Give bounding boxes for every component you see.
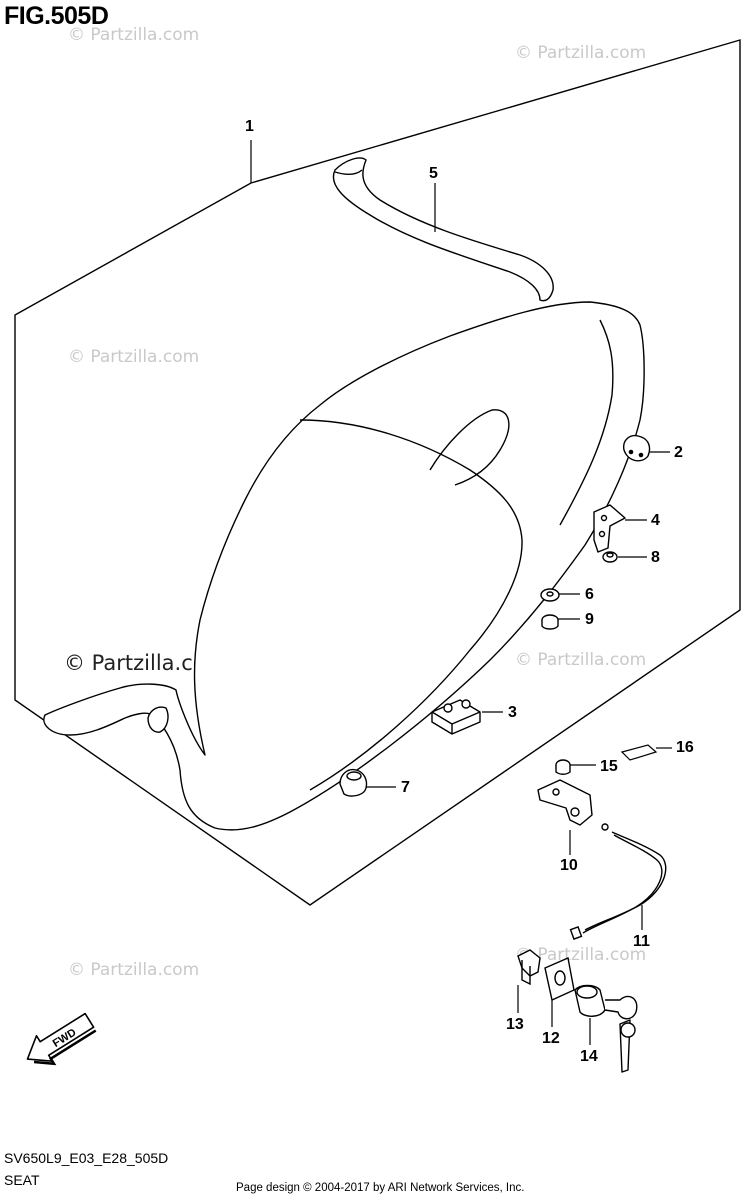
part-9-nut [541, 614, 559, 630]
figure-title: FIG.505D [4, 2, 109, 30]
callout-10: 10 [560, 857, 578, 874]
watermark-text: © Partzilla.com [68, 347, 199, 367]
seat-edge [559, 319, 614, 526]
callout-15: 15 [600, 758, 618, 775]
part-11-cable [569, 823, 667, 940]
strap-fold [334, 169, 363, 176]
callout-3: 3 [508, 704, 517, 721]
callout-11: 11 [633, 933, 650, 950]
watermark-text: © Partzilla.com [515, 650, 646, 670]
part-15-nut [555, 759, 571, 775]
callout-5: 5 [429, 165, 438, 182]
callout-14: 14 [580, 1048, 598, 1065]
part-12-plate [544, 957, 575, 1001]
seat-body [43, 301, 645, 831]
watermark-text: © Partzilla.com [515, 945, 646, 965]
leader-lines [250, 140, 672, 1045]
callout-8: 8 [651, 549, 660, 566]
part-16-label [620, 744, 658, 761]
watermark-text: © Partzilla.com [68, 25, 199, 45]
watermark-text: © Partzilla.com [68, 960, 199, 980]
callout-9: 9 [585, 611, 594, 628]
callouts: 1 2 3 4 5 6 7 8 9 10 11 12 13 14 15 16 [245, 118, 694, 1065]
model-code: SV650L9_E03_E28_505D [4, 1150, 169, 1166]
seat-tail-cowl [429, 409, 510, 486]
part-3-block [431, 699, 481, 735]
strap [332, 157, 554, 302]
seat-hook [147, 706, 169, 733]
part-8-nut [602, 551, 618, 563]
part-14-lock [574, 984, 638, 1073]
strap-illustration [332, 157, 554, 302]
part-7-cushion [339, 768, 368, 797]
forward-arrow-icon: FWD [26, 1012, 97, 1066]
part-6-washer [540, 588, 560, 602]
callout-4: 4 [651, 512, 660, 529]
callout-12: 12 [542, 1030, 560, 1047]
part-4-bracket [593, 504, 626, 553]
callout-16: 16 [676, 739, 694, 756]
part-13-clip [517, 949, 541, 986]
callout-13: 13 [506, 1016, 524, 1033]
seat-ridge [299, 419, 523, 791]
footer-credit: Page design © 2004-2017 by ARI Network S… [236, 1182, 525, 1194]
part-2-cushion [623, 434, 651, 462]
part-10-latch [537, 779, 593, 826]
callout-7: 7 [401, 779, 410, 796]
section-name: SEAT [4, 1172, 40, 1188]
callout-1: 1 [245, 118, 254, 135]
watermark-text: © Partzilla.com [515, 43, 646, 63]
callout-6: 6 [585, 586, 594, 603]
seat-illustration [43, 301, 645, 831]
callout-2: 2 [674, 444, 683, 461]
